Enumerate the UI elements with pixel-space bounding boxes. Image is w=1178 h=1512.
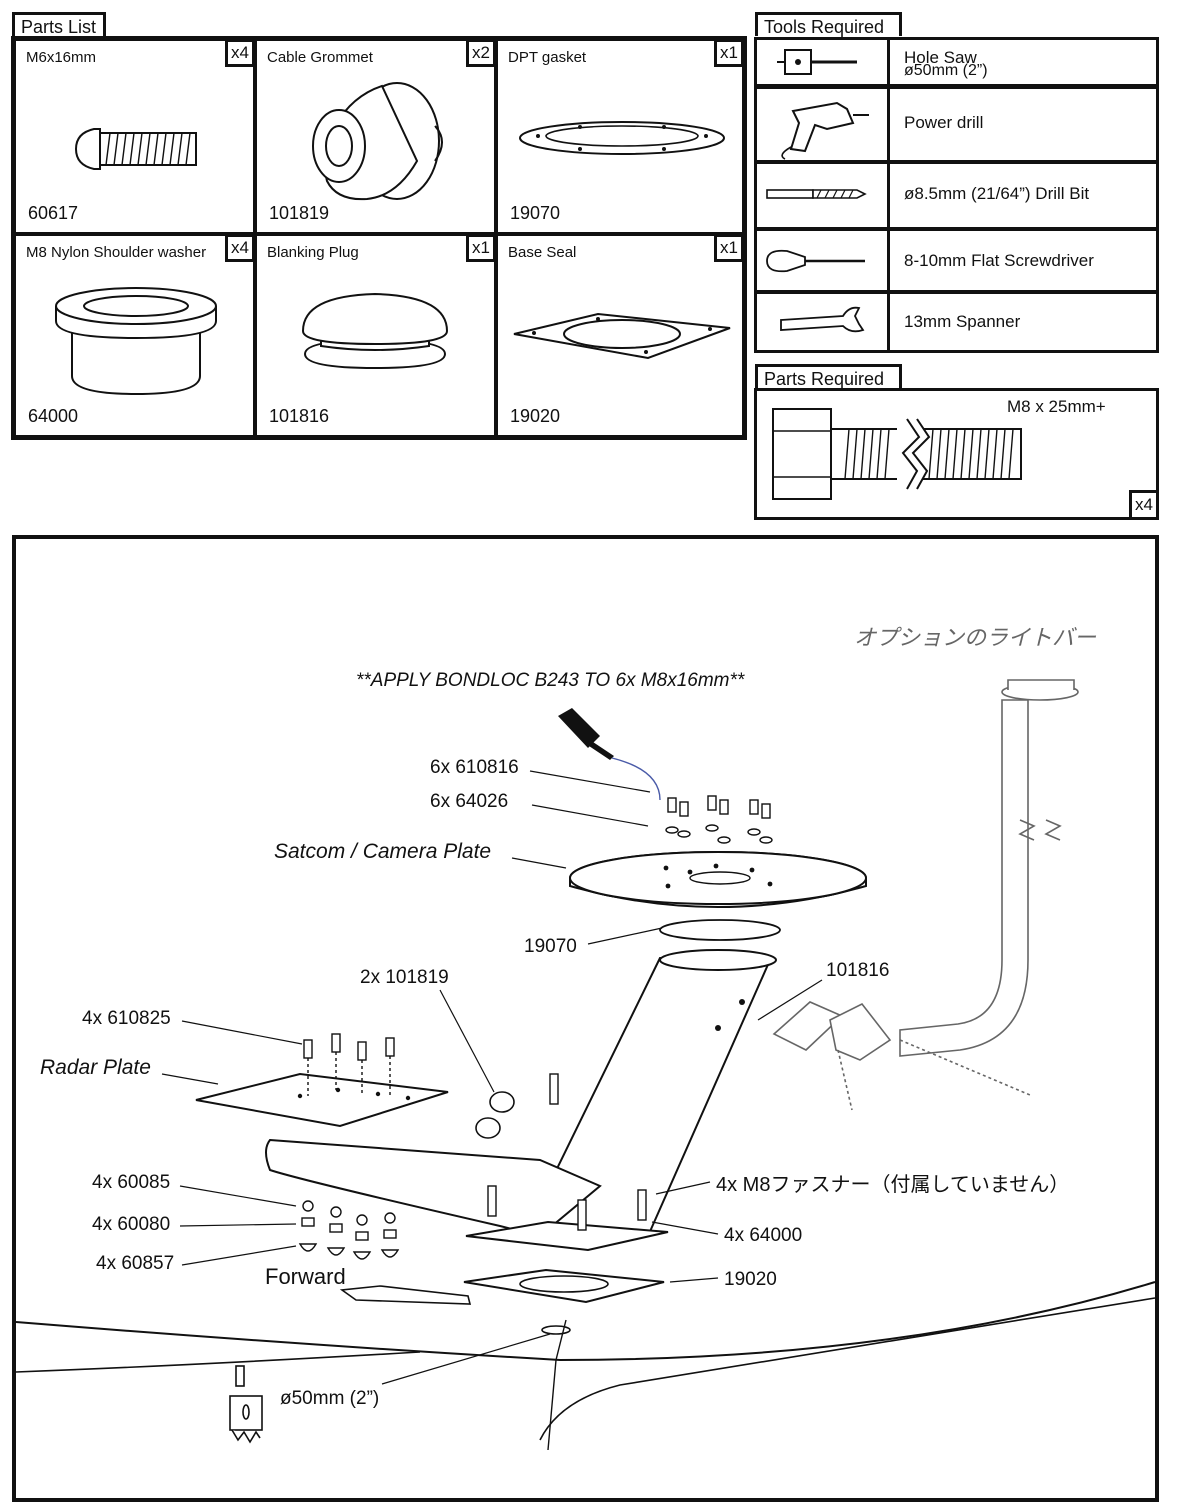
part-cell-101819: Cable Grommet x2 101819 [255,39,496,234]
drill-bit-icon [766,189,867,199]
part-qty: x1 [466,236,494,262]
callout-101819: 2x 101819 [360,967,449,988]
satcom-plate [569,851,867,908]
part-qty: x1 [714,236,742,262]
deck-hole [541,1325,571,1335]
hole-saw-diagram-icon [229,1365,263,1444]
plug-icon [301,292,449,370]
part-qty: x4 [225,41,253,67]
callout-19020: 19020 [724,1269,777,1290]
parts-required-qty: x4 [1129,490,1159,520]
base-plate [465,1220,669,1252]
part-cell-60617: M6x16mm x4 60617 [14,39,255,234]
power-drill-icon [781,101,869,160]
mast-top [659,949,777,971]
bondloc-note: **APPLY BONDLOC B243 TO 6x M8x16mm** [356,670,745,691]
parts-list-title: Parts List [12,12,106,37]
tool-label: 13mm Spanner [904,312,1021,331]
callout-610816: 6x 610816 [430,757,519,778]
grommet-icon [312,82,443,201]
satcom-camera-plate-label: Satcom / Camera Plate [274,840,492,863]
callout-60085: 4x 60085 [92,1172,171,1193]
part-code: 101816 [269,406,330,426]
parts-list-grid [11,36,747,440]
part-name: Base Seal [508,244,577,261]
radar-bolts [303,1033,395,1098]
callout-64026: 6x 64026 [430,791,509,812]
callout-m8-fasteners: 4x M8ファスナー（付属していません） [716,1174,1070,1196]
deck-outline [15,1281,1156,1362]
spanner-icon [780,306,865,333]
hex-bolt-icon [772,408,1022,500]
cable-grommets [475,1091,515,1139]
part-cell-19020: Base Seal x1 19020 [496,234,744,437]
part-cell-64000: M8 Nylon Shoulder washer x4 64000 [14,234,255,437]
tool-label: ø8.5mm (21/64”) Drill Bit [904,184,1090,203]
part-code: 19070 [510,203,561,223]
part-cell-19070: DPT gasket x1 19070 [496,39,744,234]
parts-required-title: Parts Required [755,364,902,389]
washer-icon [55,287,217,396]
callout-19070: 19070 [524,936,577,957]
seal-icon [513,312,731,360]
base-bolts [487,1073,647,1231]
deck-outline [15,1351,421,1373]
bolt-icon [74,128,197,170]
radar-arm [265,1138,602,1238]
gasket-icon [519,121,725,155]
tool-row-hole-saw-label: Hole Saw ø50mm (2”) [887,37,1159,87]
part-qty: x4 [225,236,253,262]
callout-64000: 4x 64000 [724,1225,803,1246]
hull-curve [539,1297,1156,1441]
screwdriver-icon [766,249,865,273]
part-name: M6x16mm [26,49,97,66]
part-qty: x2 [466,41,494,67]
satcom-bolts [665,795,773,844]
forward-arrow [339,1285,472,1305]
parts-required-label: M8 x 25mm+ [1007,397,1106,416]
part-name: DPT gasket [508,49,587,66]
gasket-19070 [659,919,781,941]
tool-label: 8-10mm Flat Screwdriver [904,251,1094,270]
hole-saw-icon [777,49,857,75]
leader-lines [161,770,823,1385]
part-code: 101819 [269,203,330,223]
tool-row-spanner-label: 13mm Spanner [887,291,1159,353]
radar-nuts [298,1200,400,1260]
bondloc-bottle-icon [558,708,661,801]
forward-label: Forward [265,1264,346,1289]
assembly-diagram [12,535,1159,1502]
part-code: 64000 [28,406,79,426]
tool-label: Hole Saw [904,48,977,67]
hole-size-label: ø50mm (2”) [280,1388,380,1409]
callout-610825: 4x 610825 [82,1008,171,1029]
callout-60080: 4x 60080 [92,1214,171,1235]
callout-101816: 101816 [826,960,890,981]
part-code: 60617 [28,203,79,223]
part-name: Cable Grommet [267,49,373,66]
optional-light-bar-label: オプションのライトバー [854,626,1097,651]
part-qty: x1 [714,41,742,67]
tool-label: Power drill [904,113,984,132]
radar-plate-label: Radar Plate [40,1056,151,1079]
parts-required-box: M8 x 25mm+ x4 [754,388,1159,520]
tools-required-title: Tools Required [755,12,902,37]
part-name: Blanking Plug [267,244,359,261]
light-bar [772,679,1079,1111]
radar-plate [195,1072,449,1128]
callout-60857: 4x 60857 [96,1253,175,1274]
tool-sublabel: ø50mm (2”) [904,62,988,79]
part-code: 19020 [510,406,561,426]
part-name: M8 Nylon Shoulder washer [26,244,207,261]
part-cell-101816: Blanking Plug x1 101816 [255,234,496,437]
